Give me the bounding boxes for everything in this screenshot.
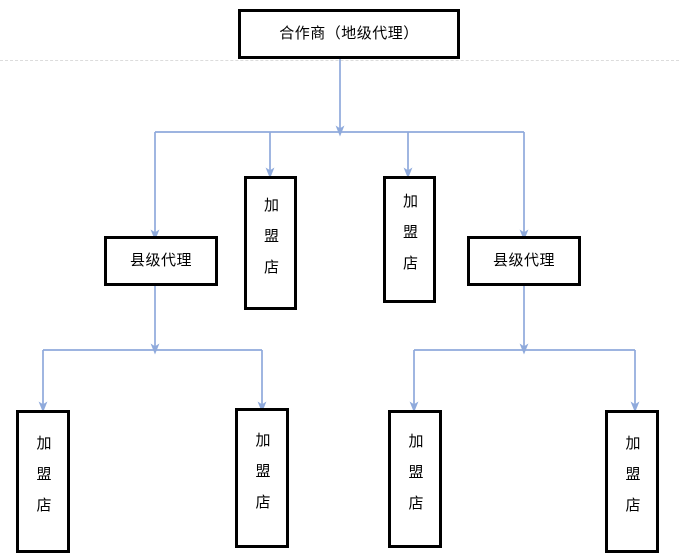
node-county-agent-left[interactable]: 县级代理 [104, 236, 218, 286]
node-franchise-store-3-label: 加盟店 [406, 432, 424, 526]
node-franchise-store-4[interactable]: 加盟店 [605, 410, 659, 553]
node-franchise-store-4-label: 加盟店 [623, 435, 641, 528]
node-franchise-store-3[interactable]: 加盟店 [388, 410, 442, 548]
node-county-agent-left-label: 县级代理 [129, 252, 192, 270]
node-root-partner[interactable]: 合作商（地级代理） [238, 9, 460, 59]
node-franchise-store-mid-left[interactable]: 加盟店 [244, 176, 297, 310]
node-franchise-store-2-label: 加盟店 [253, 431, 271, 525]
node-county-agent-right-label: 县级代理 [492, 252, 555, 270]
node-franchise-store-mid-left-label: 加盟店 [262, 196, 279, 290]
node-franchise-store-1-label: 加盟店 [34, 435, 52, 528]
node-county-agent-right[interactable]: 县级代理 [467, 236, 581, 286]
node-franchise-store-2[interactable]: 加盟店 [235, 408, 289, 548]
node-franchise-store-mid-right-label: 加盟店 [401, 193, 418, 286]
node-franchise-store-mid-right[interactable]: 加盟店 [383, 176, 436, 303]
node-franchise-store-1[interactable]: 加盟店 [16, 410, 70, 553]
node-root-label: 合作商（地级代理） [279, 25, 419, 43]
